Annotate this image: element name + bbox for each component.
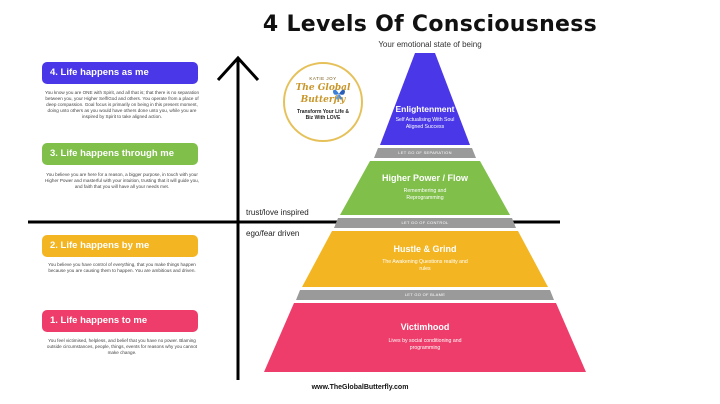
logo-brand-line2: Butterfly — [300, 95, 346, 105]
logo: KATIE JOY The Global Butterfly Transform… — [283, 62, 363, 142]
tier-higher-power-text: Higher Power / Flow Remembering and Repr… — [350, 173, 500, 201]
tier-enlightenment-text: Enlightenment Self Actualising With Soul… — [370, 104, 480, 130]
logo-tagline: Transform Your Life & Biz With LOVE — [296, 109, 350, 121]
transition-band-control — [334, 218, 516, 228]
tier-hustle-title: Hustle & Grind — [393, 244, 457, 254]
level-3-description: You believe you are here for a reason, a… — [45, 172, 199, 189]
tier-victimhood-text: Victimhood Lives by social conditioning … — [300, 322, 550, 351]
pyramid-tier-enlightenment — [380, 53, 470, 145]
tier-enlightenment-subtitle: Self Actualising With Soul Aligned Succe… — [395, 117, 455, 130]
page-title: 4 Levels Of Consciousness — [262, 12, 598, 37]
level-1-label: 1. Life happens to me — [42, 310, 198, 332]
pyramid-tier-victimhood — [264, 303, 586, 372]
tier-higher-power-subtitle: Remembering and Reprogramming — [403, 188, 447, 201]
letgo-control-label: LET GO OF CONTROL — [401, 220, 449, 225]
letgo-blame-label: LET GO OF BLAME — [404, 292, 446, 297]
tier-hustle-subtitle: The Awakening Questions reality and rule… — [382, 259, 468, 272]
tier-victimhood-subtitle: Lives by social conditioning and program… — [388, 338, 462, 351]
level-4-label: 4. Life happens as me — [42, 62, 198, 84]
letgo-separation-label: LET GO OF SEPARATION — [398, 150, 452, 155]
pyramid-tier-higher-power — [340, 161, 510, 215]
level-2-label: 2. Life happens by me — [42, 235, 198, 257]
butterfly-icon — [333, 89, 345, 100]
level-3-label: 3. Life happens through me — [42, 143, 198, 165]
tier-victimhood-title: Victimhood — [400, 322, 450, 332]
level-4-description: You know you are ONE with Spirit, and al… — [44, 90, 200, 119]
transition-band-separation — [374, 148, 476, 158]
logo-author: KATIE JOY — [309, 76, 337, 81]
ego-fear-label: ego/fear driven — [246, 229, 300, 238]
level-2-description: You believe you have control of everythi… — [48, 262, 196, 273]
transition-band-blame — [296, 290, 554, 300]
tier-hustle-text: Hustle & Grind The Awakening Questions r… — [325, 244, 525, 272]
tier-enlightenment-title: Enlightenment — [395, 104, 455, 114]
website-link[interactable]: www.TheGlobalButterfly.com — [311, 384, 409, 391]
level-1-description: You feel victimised, helpless, and belie… — [46, 338, 198, 355]
trust-love-label: trust/love inspired — [246, 208, 309, 217]
arrow-up-icon — [216, 55, 260, 82]
logo-brand-line1: The Global — [295, 83, 351, 93]
page-subtitle: Your emotional state of being — [378, 40, 482, 49]
tier-higher-power-title: Higher Power / Flow — [381, 173, 468, 183]
pyramid-tier-hustle — [302, 231, 548, 287]
